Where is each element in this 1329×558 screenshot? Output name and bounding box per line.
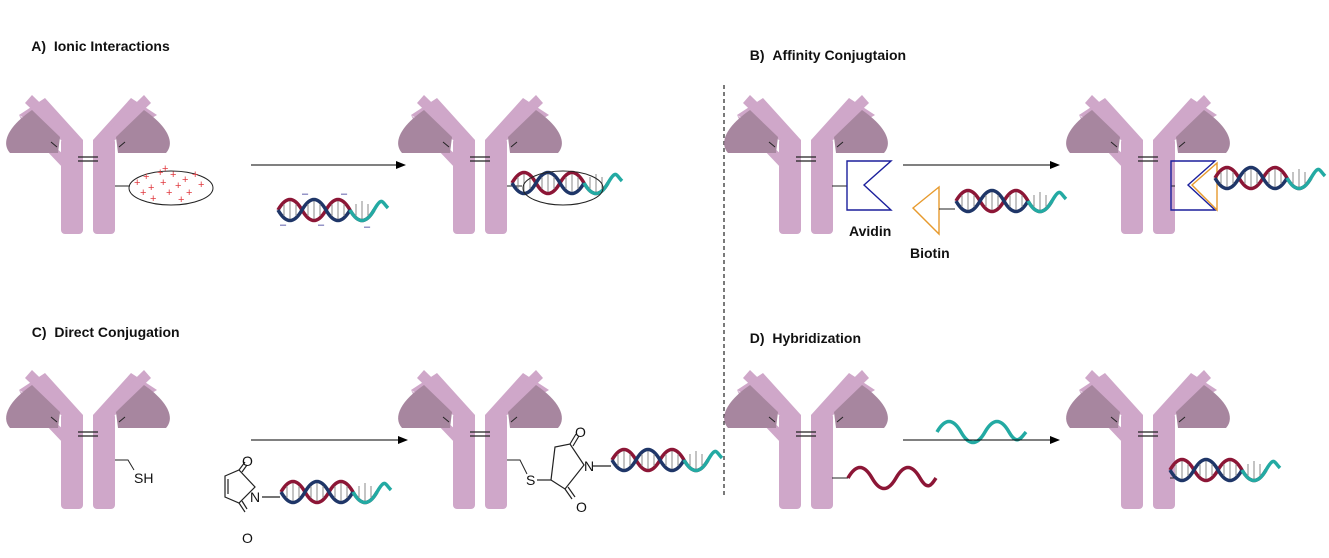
- complementary-ssdna-strand: [935, 419, 1028, 445]
- biotin-shape: [911, 185, 940, 236]
- panel-d-title: D) Hybridization: [742, 314, 861, 346]
- ssdna-strand: [846, 465, 938, 491]
- thioether-linker: [507, 459, 528, 475]
- avidin-shape: [1170, 160, 1217, 211]
- oxygen-label-bottom: O: [576, 499, 587, 515]
- positive-charge-symbol: +: [148, 182, 154, 194]
- negative-charge-cluster: – – – – –: [280, 188, 371, 233]
- thiol-label: SH: [134, 470, 153, 486]
- nitrogen-label: N: [250, 489, 260, 505]
- panel-c-letter: C): [31, 324, 47, 340]
- positive-charge-symbol: +: [170, 169, 176, 181]
- positive-charge-symbol: +: [178, 194, 184, 206]
- antibody-d-start: [723, 369, 889, 510]
- antibody-c-end: [397, 369, 563, 510]
- positive-charge-symbol: +: [143, 171, 149, 183]
- positive-charge-symbol: +: [160, 177, 166, 189]
- biotin-shape: [1190, 161, 1218, 212]
- antibody-a-start: [5, 94, 171, 235]
- negative-charge-symbol: –: [280, 219, 287, 231]
- dna-duplex-c: [279, 479, 393, 505]
- antibody-c-start: [5, 369, 171, 510]
- panel-a-text: Ionic Interactions: [53, 38, 170, 54]
- positive-charge-symbol: +: [134, 177, 140, 189]
- negative-charge-symbol: –: [364, 221, 371, 233]
- negative-charge-symbol: –: [302, 188, 309, 200]
- dna-duplex-b: [954, 188, 1068, 214]
- negative-charge-symbol: –: [318, 219, 325, 231]
- avidin-label: Avidin: [849, 223, 891, 239]
- antibody-b-start: [723, 94, 889, 235]
- panel-a-title: A) Ionic Interactions: [24, 22, 170, 54]
- positive-charge-symbol: +: [175, 180, 181, 192]
- positive-charge-symbol: +: [192, 169, 198, 181]
- positive-charge-symbol: +: [166, 187, 172, 199]
- oxygen-label-bottom: O: [242, 530, 253, 546]
- avidin-shape: [846, 160, 893, 211]
- positive-charge-symbol: +: [182, 174, 188, 186]
- positive-charge-symbol: +: [162, 163, 168, 175]
- positive-charge-symbol: +: [186, 187, 192, 199]
- oxygen-label-top: O: [242, 453, 253, 469]
- antibody-a-end: [397, 94, 563, 235]
- panel-d-text: Hybridization: [772, 330, 862, 346]
- positive-charge-symbol: +: [140, 187, 146, 199]
- panel-d-letter: D): [749, 330, 765, 346]
- positive-charge-symbol: +: [198, 179, 204, 191]
- thiol-linker: [115, 459, 135, 471]
- panel-b-letter: B): [749, 47, 765, 63]
- panel-b-text: Affinity Conjugtaion: [772, 47, 907, 63]
- maleimide-group: [224, 461, 280, 513]
- antibody-d-end: [1065, 369, 1231, 510]
- nitrogen-label: N: [584, 458, 594, 474]
- positive-charge-cluster: ++++++++++++++++: [134, 163, 204, 206]
- panel-c-text: Direct Conjugation: [54, 324, 180, 340]
- panel-c-title: C) Direct Conjugation: [24, 308, 180, 340]
- panel-a-letter: A): [31, 38, 47, 54]
- antibody-b-end: [1065, 94, 1231, 235]
- oxygen-label-top: O: [575, 424, 586, 440]
- dna-duplex-b-conjugated: [1213, 165, 1327, 191]
- negative-charge-symbol: –: [341, 188, 348, 200]
- cationic-carrier: [128, 170, 214, 206]
- dna-duplex-c-conjugated: [610, 447, 724, 473]
- biotin-label: Biotin: [910, 245, 950, 261]
- dna-duplex-a-complexed: [510, 170, 624, 196]
- dna-duplex-a: [276, 197, 390, 223]
- cationic-carrier: [522, 170, 604, 206]
- succinimide-group: [537, 433, 611, 500]
- positive-charge-symbol: +: [150, 193, 156, 205]
- sulfur-label: S: [526, 472, 535, 488]
- panel-b-title: B) Affinity Conjugtaion: [742, 31, 906, 63]
- dna-duplex-d-hybridized: [1168, 457, 1282, 483]
- positive-charge-symbol: +: [157, 167, 163, 179]
